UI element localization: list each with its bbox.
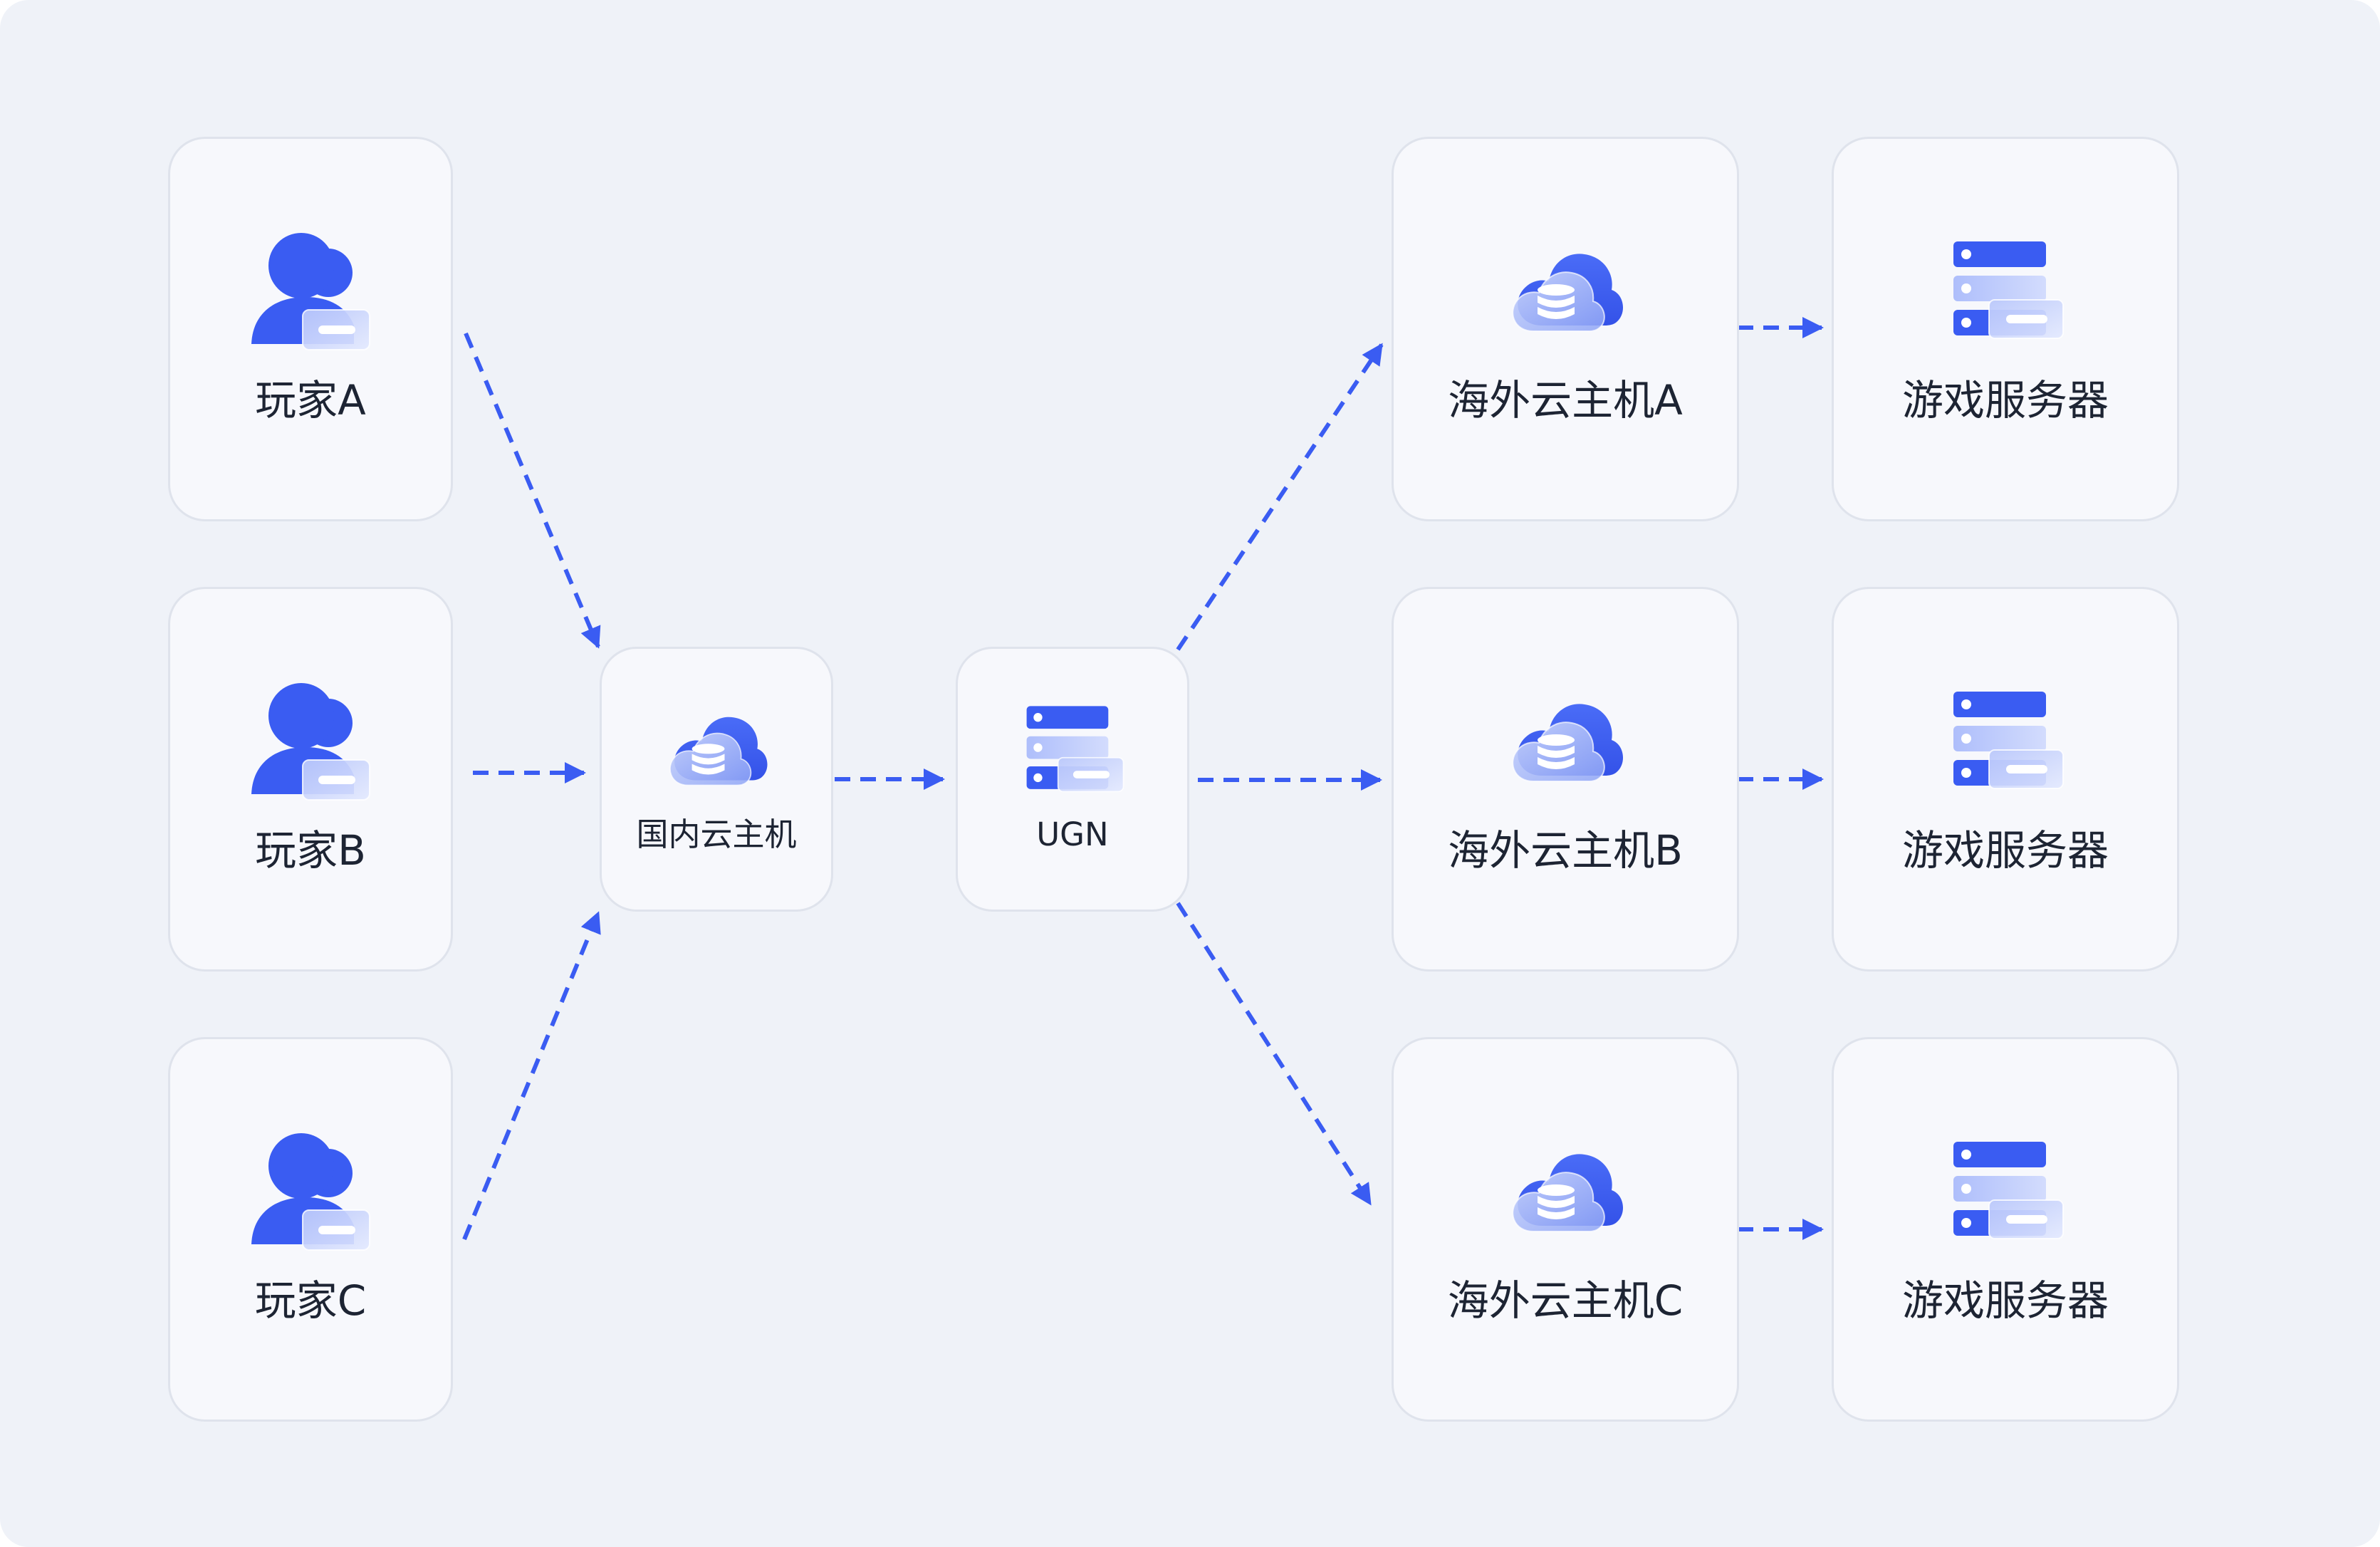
cloud-database-icon <box>1505 231 1626 353</box>
domestic-host-label: 国内云主机 <box>636 816 797 853</box>
cloud-database-icon <box>663 697 770 804</box>
cloud-database-icon <box>1505 1132 1626 1253</box>
overseas-host-a-label: 海外云主机A <box>1448 376 1683 424</box>
arrow-ugn-to-overseas-c <box>1176 902 1372 1206</box>
game-server-a-node[interactable]: 游戏服务器 <box>1832 137 2179 521</box>
player-a-node[interactable]: 玩家A <box>168 137 453 521</box>
server-icon <box>1945 231 2066 353</box>
overseas-host-a-node[interactable]: 海外云主机A <box>1392 137 1739 521</box>
game-server-b-label: 游戏服务器 <box>1901 826 2109 875</box>
player-c-node[interactable]: 玩家C <box>168 1037 453 1422</box>
server-icon <box>1945 682 2066 803</box>
ugn-node[interactable]: UGN <box>956 647 1189 912</box>
ugn-label: UGN <box>1036 816 1109 853</box>
cloud-database-icon <box>1505 682 1626 803</box>
player-c-label: 玩家C <box>254 1276 367 1325</box>
player-a-label: 玩家A <box>255 376 366 424</box>
arrow-ugn-to-overseas-a <box>1176 343 1384 651</box>
arrow-player-a-to-domestic <box>464 332 601 649</box>
server-icon <box>1945 1132 2066 1253</box>
user-icon <box>250 1132 371 1253</box>
user-icon <box>250 231 371 353</box>
game-server-a-label: 游戏服务器 <box>1901 376 2109 424</box>
player-b-label: 玩家B <box>255 826 366 875</box>
user-icon <box>250 682 371 803</box>
game-server-b-node[interactable]: 游戏服务器 <box>1832 587 2179 972</box>
game-server-c-node[interactable]: 游戏服务器 <box>1832 1037 2179 1422</box>
game-server-c-label: 游戏服务器 <box>1901 1276 2109 1325</box>
overseas-host-b-node[interactable]: 海外云主机B <box>1392 587 1739 972</box>
overseas-host-c-node[interactable]: 海外云主机C <box>1392 1037 1739 1422</box>
player-b-node[interactable]: 玩家B <box>168 587 453 972</box>
overseas-host-b-label: 海外云主机B <box>1448 826 1683 875</box>
overseas-host-c-label: 海外云主机C <box>1447 1276 1684 1325</box>
domestic-host-node[interactable]: 国内云主机 <box>600 647 833 912</box>
arrow-player-c-to-domestic <box>462 911 601 1241</box>
server-icon <box>1019 697 1126 804</box>
